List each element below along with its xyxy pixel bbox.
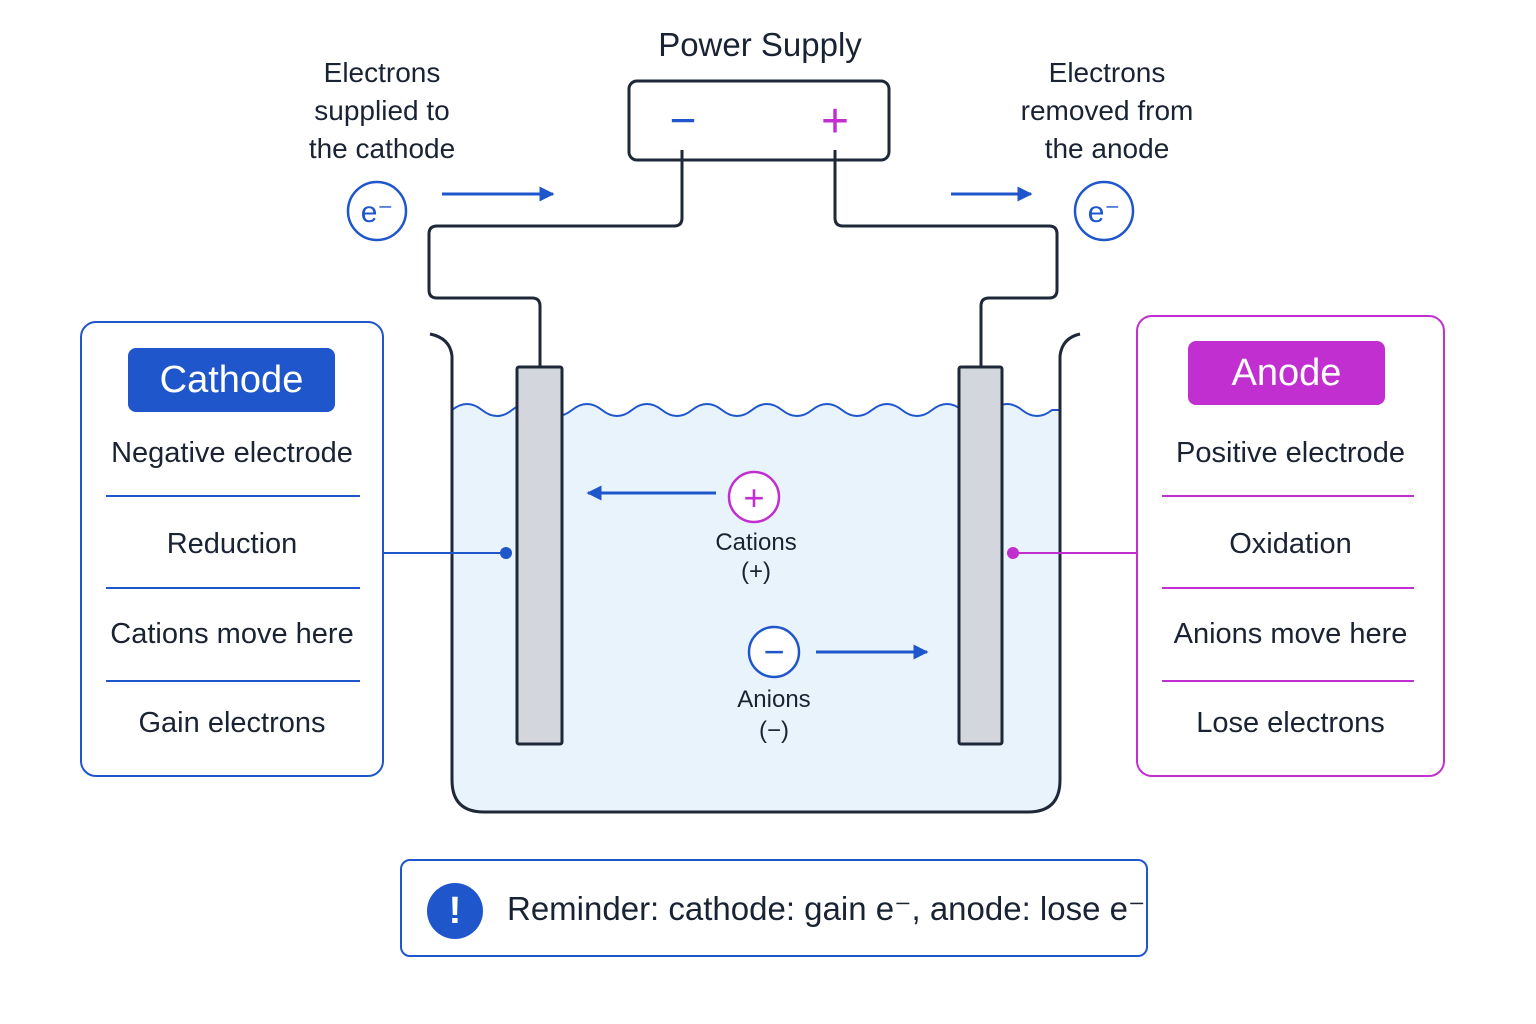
anode-item-anions-move-here: Anions move here bbox=[1173, 618, 1408, 650]
electrons-supplied-line2: supplied to bbox=[314, 95, 450, 126]
power-supply-title: Power Supply bbox=[658, 26, 862, 63]
cathode-electrode bbox=[515, 365, 564, 746]
anion-icon bbox=[747, 625, 801, 679]
electrons-removed-label: Electrons removed from the anode bbox=[987, 54, 1227, 168]
cathode-item-gain-electrons: Gain electrons bbox=[138, 707, 326, 739]
anions-charge: (−) bbox=[759, 717, 789, 744]
anion-symbol: − bbox=[763, 631, 784, 672]
electrons-removed-line3: the anode bbox=[1044, 133, 1170, 164]
electron-symbol-right: e⁻ bbox=[1088, 196, 1121, 229]
cathode-item-cations-move-here: Cations move here bbox=[110, 618, 354, 650]
electrons-removed-line1: Electrons bbox=[1048, 57, 1166, 88]
electrons-removed-line2: removed from bbox=[1020, 95, 1194, 126]
cathode-divider-3 bbox=[106, 680, 360, 682]
anode-wire bbox=[833, 150, 1059, 367]
anode-electrode bbox=[957, 365, 1004, 746]
cathode-divider-2 bbox=[106, 587, 360, 589]
electrons-supplied-line3: the cathode bbox=[308, 133, 456, 164]
anode-divider-1 bbox=[1162, 495, 1414, 497]
anode-heading: Anode bbox=[1188, 341, 1385, 405]
electrons-supplied-label: Electrons supplied to the cathode bbox=[262, 54, 502, 168]
anode-item-oxidation: Oxidation bbox=[1229, 528, 1352, 560]
reminder-text: Reminder: cathode: gain e⁻, anode: lose … bbox=[507, 890, 1146, 927]
cations-charge: (+) bbox=[741, 558, 771, 585]
electrons-supplied-line1: Electrons bbox=[323, 57, 441, 88]
anode-item-lose-electrons: Lose electrons bbox=[1196, 707, 1385, 739]
cathode-connector-dot bbox=[500, 547, 512, 559]
electrolyte bbox=[452, 404, 1060, 812]
power-supply-box bbox=[627, 79, 891, 162]
anode-item-positive-electrode: Positive electrode bbox=[1176, 437, 1405, 469]
cathode-heading: Cathode bbox=[128, 348, 335, 412]
cation-icon bbox=[727, 470, 781, 524]
reminder-box: ! Reminder: cathode: gain e⁻, anode: los… bbox=[400, 859, 1148, 957]
alert-icon: ! bbox=[427, 883, 483, 939]
electron-symbol-left: e⁻ bbox=[361, 196, 394, 229]
beaker bbox=[429, 332, 1081, 814]
anode-divider-2 bbox=[1162, 587, 1414, 589]
cations-name: Cations bbox=[715, 529, 797, 556]
cathode-item-reduction: Reduction bbox=[166, 528, 298, 560]
cathode-panel: Cathode Negative electrode Reduction Cat… bbox=[80, 321, 384, 777]
cathode-item-negative-electrode: Negative electrode bbox=[111, 437, 353, 469]
cations-label: Cations (+) bbox=[686, 528, 826, 586]
cathode-wire bbox=[427, 150, 684, 367]
anode-connector-dot bbox=[1007, 547, 1019, 559]
positive-terminal-symbol: + bbox=[821, 95, 849, 148]
cation-symbol: + bbox=[743, 477, 764, 518]
anions-name: Anions bbox=[737, 686, 811, 713]
electron-icon-right bbox=[1073, 180, 1135, 242]
anode-divider-3 bbox=[1162, 680, 1414, 682]
anions-label: Anions (−) bbox=[704, 684, 844, 746]
cathode-divider-1 bbox=[106, 495, 360, 497]
electron-icon-left bbox=[346, 180, 408, 242]
anode-panel: Anode Positive electrode Oxidation Anion… bbox=[1136, 315, 1445, 777]
negative-terminal-symbol: − bbox=[670, 94, 697, 146]
